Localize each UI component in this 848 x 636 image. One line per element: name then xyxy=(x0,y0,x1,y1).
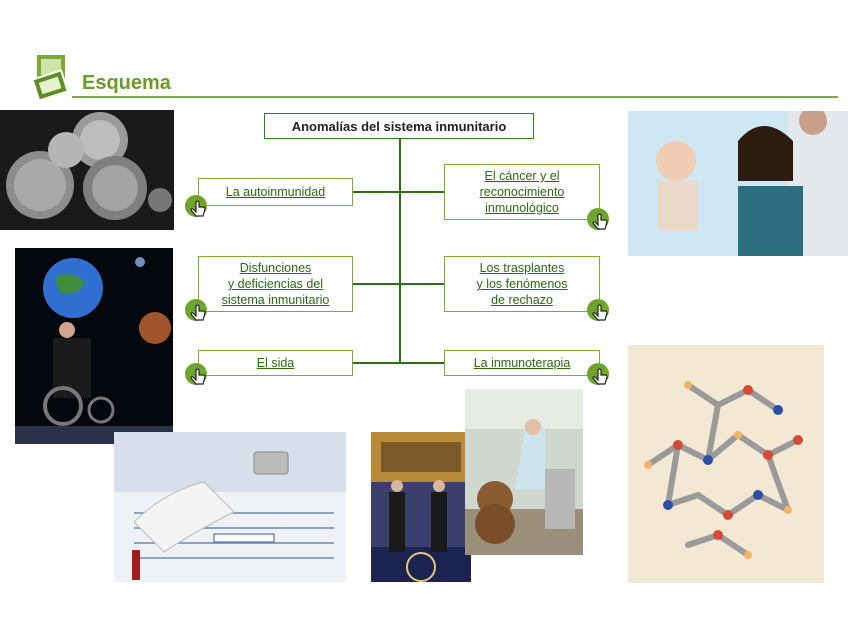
award-ceremony-photo xyxy=(371,432,471,582)
hospital-patient-photo xyxy=(465,389,583,555)
root-trunk-line xyxy=(399,139,401,363)
node-trasplantes-line-3: de rechazo xyxy=(491,292,553,308)
connector-cancer xyxy=(400,191,445,193)
root-topic-box: Anomalías del sistema inmunitario xyxy=(264,113,534,139)
page-title: Esquema xyxy=(82,72,171,95)
astronaut-wheelchair-photo xyxy=(15,248,173,444)
connector-autoinmunidad xyxy=(352,191,400,193)
hand-pointer-icon[interactable] xyxy=(586,362,612,392)
node-cancer-line-3: inmunológico xyxy=(485,200,559,216)
node-inmunoterapia-label: La inmunoterapia xyxy=(474,355,571,371)
connector-sida xyxy=(352,362,400,364)
node-cancer-line-2: reconocimiento xyxy=(480,184,565,200)
node-trasplantes-line-1: Los trasplantes xyxy=(480,260,565,276)
hand-pointer-icon[interactable] xyxy=(184,298,210,328)
node-sida[interactable]: El sida xyxy=(198,350,353,376)
node-sida-label: El sida xyxy=(257,355,295,371)
lab-test-strips-photo xyxy=(114,432,346,582)
hand-pointer-icon[interactable] xyxy=(184,362,210,392)
hand-pointer-icon[interactable] xyxy=(586,298,612,328)
hand-pointer-icon[interactable] xyxy=(586,207,612,237)
pollen-microscopy-photo xyxy=(0,110,174,230)
node-disfunciones-line-1: Disfunciones xyxy=(240,260,312,276)
node-trasplantes-line-2: y los fenómenos xyxy=(476,276,567,292)
node-autoinmunidad-label: La autoinmunidad xyxy=(226,184,325,200)
connector-disfunciones xyxy=(352,283,400,285)
node-disfunciones[interactable]: Disfunciones y deficiencias del sistema … xyxy=(198,256,353,312)
schema-logo-icon xyxy=(32,52,76,100)
node-cancer-line-1: El cáncer y el xyxy=(484,168,559,184)
mother-baby-photo xyxy=(628,111,848,256)
connector-inmunoterapia xyxy=(400,362,445,364)
title-divider xyxy=(72,96,838,98)
node-trasplantes[interactable]: Los trasplantes y los fenómenos de recha… xyxy=(444,256,600,312)
node-disfunciones-line-2: y deficiencias del xyxy=(228,276,323,292)
hand-pointer-icon[interactable] xyxy=(184,194,210,224)
node-inmunoterapia[interactable]: La inmunoterapia xyxy=(444,350,600,376)
connector-trasplantes xyxy=(400,283,445,285)
node-autoinmunidad[interactable]: La autoinmunidad xyxy=(198,178,353,206)
molecule-model-photo xyxy=(628,345,824,583)
node-disfunciones-line-3: sistema inmunitario xyxy=(222,292,330,308)
node-cancer[interactable]: El cáncer y el reconocimiento inmunológi… xyxy=(444,164,600,220)
